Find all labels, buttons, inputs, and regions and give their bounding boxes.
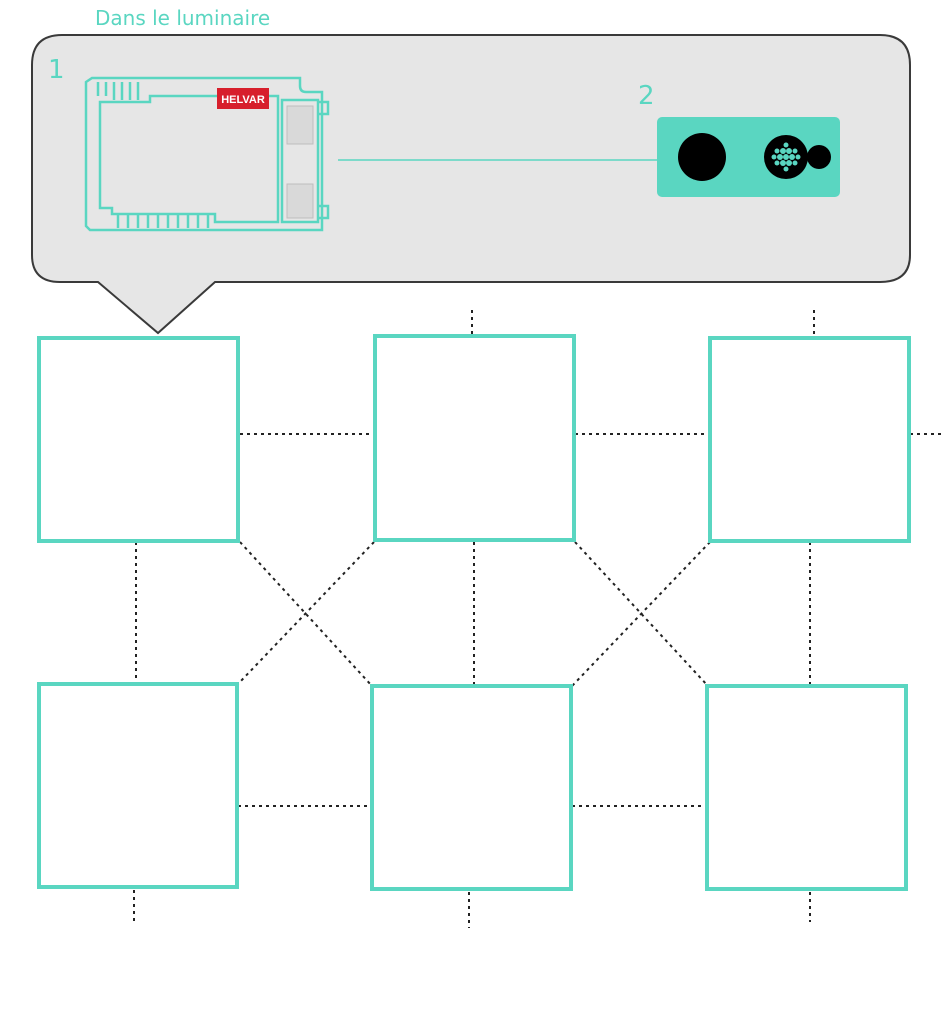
terminal-block-bottom [286,183,314,219]
sensor-number-label: 2 [638,81,655,111]
luminaire-bottom-middle[interactable] [370,684,573,891]
luminaire-top-middle[interactable] [373,334,576,542]
luminaire-bottom-left[interactable] [37,682,239,889]
terminal-block-top [286,105,314,145]
callout-caption: Dans le luminaire [95,6,270,30]
lens-icon [678,133,726,181]
luminaire-top-right[interactable] [708,336,911,543]
brand-badge [217,88,269,109]
luminaire-top-left[interactable] [37,336,240,543]
sensor-module-icon [657,117,840,197]
network-links [133,310,942,928]
luminaire-grid [37,334,911,891]
luminaire-bottom-right[interactable] [705,684,908,891]
driver-number-label: 1 [48,55,65,85]
led-driver-icon [84,76,330,232]
brand-label: HELVAR [221,94,265,106]
callout-bubble [31,34,911,335]
